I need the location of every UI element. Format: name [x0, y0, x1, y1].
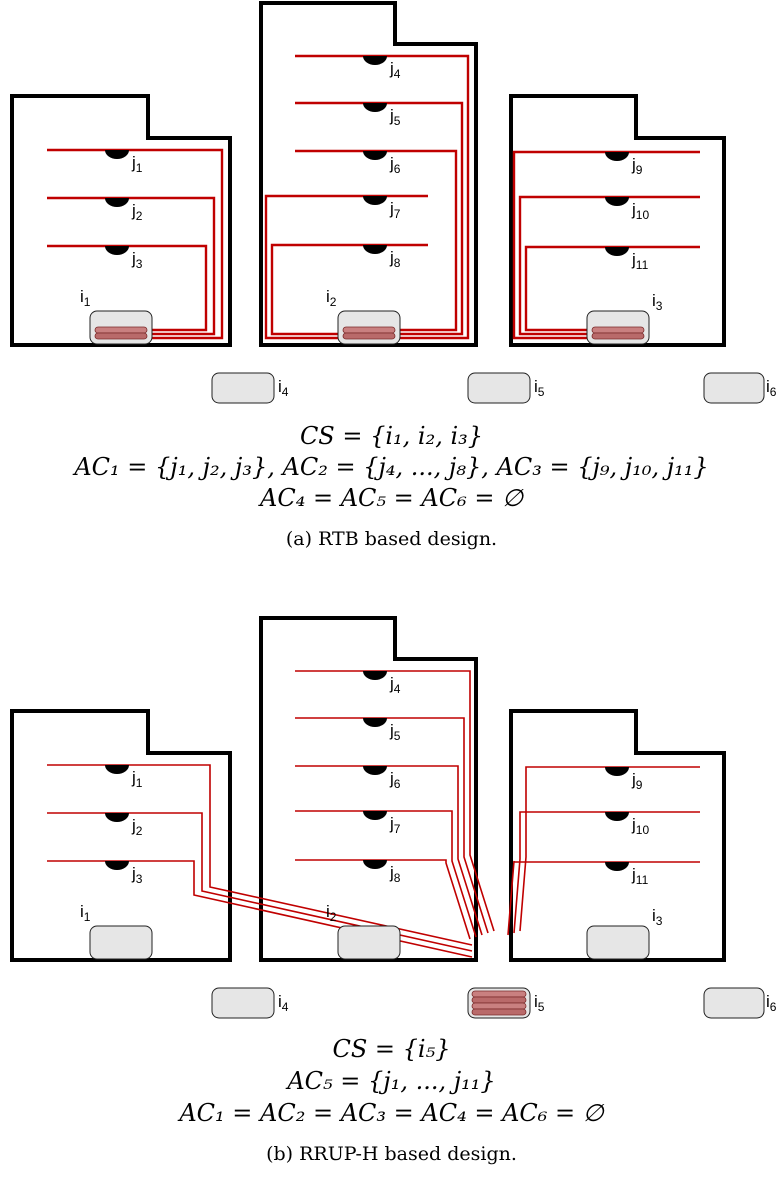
labels-b: j1 j2 j3 j4 j5 j6 j7 j8 j9 j10 j11 i1 i2… [80, 674, 777, 1014]
building-1-outline [10, 709, 232, 962]
site-i1 [89, 925, 153, 960]
antenna-j11-icon [605, 862, 629, 871]
equation-b-1: CS = {i₅} [332, 1035, 451, 1063]
antenna-j11-icon [605, 247, 629, 256]
site-i3 [586, 925, 650, 960]
antenna-j9-icon [605, 152, 629, 161]
antenna-j4-icon [363, 56, 387, 65]
site-i2 [337, 925, 401, 960]
caption-b: (b) RRUP-H based design. [266, 1143, 517, 1165]
equation-a-2: AC₁ = {j₁, j₂, j₃}, AC₂ = {j₄, ..., j₈},… [74, 453, 709, 481]
label-i5: i5 [534, 377, 545, 399]
label-j10: j10 [631, 200, 649, 222]
fibers-building-3 [507, 766, 700, 936]
label-i1: i1 [80, 902, 91, 924]
equation-b-2: AC₅ = {j₁, ..., j₁₁} [287, 1067, 496, 1095]
site-i6 [703, 372, 765, 404]
label-j11: j11 [631, 250, 649, 272]
antenna-j2-icon [105, 813, 129, 822]
label-i4: i4 [278, 992, 289, 1014]
label-i6: i6 [766, 377, 777, 399]
fibers-building-2 [295, 670, 495, 940]
label-j3: j3 [131, 864, 143, 886]
label-j6: j6 [389, 769, 401, 791]
antenna-j8-icon [363, 245, 387, 254]
antenna-j10-icon [605, 197, 629, 206]
caption-a: (a) RTB based design. [285, 528, 498, 550]
antenna-j4-icon [363, 671, 387, 680]
label-j2: j2 [131, 816, 143, 838]
site-i6 [703, 987, 765, 1019]
label-j10: j10 [631, 815, 649, 837]
antenna-j3-icon [105, 861, 129, 870]
rrh-stack-i2-icon [342, 326, 396, 340]
diagram-rrup-h: j1 j2 j3 j4 j5 j6 j7 j8 j9 j10 j11 i1 i2… [10, 616, 777, 1019]
label-j11: j11 [631, 865, 649, 887]
label-i2: i2 [326, 287, 337, 309]
label-j9: j9 [631, 155, 643, 177]
antenna-j7-icon [363, 196, 387, 205]
rrh-stack-i3-icon [591, 326, 645, 340]
antenna-j6-icon [363, 766, 387, 775]
label-j3: j3 [131, 249, 143, 271]
label-j7: j7 [389, 199, 401, 221]
equation-a-3: AC₄ = AC₅ = AC₆ = ∅ [260, 484, 523, 512]
label-j8: j8 [389, 248, 401, 270]
antenna-j5-icon [363, 103, 387, 112]
label-j5: j5 [389, 106, 401, 128]
label-i1: i1 [80, 287, 91, 309]
rrh-stack-i1-icon [94, 326, 148, 340]
building-3-outline [509, 709, 726, 962]
building-1-outline [10, 94, 232, 347]
equation-a-1: CS = {i₁, i₂, i₃} [299, 422, 484, 450]
site-i4 [211, 987, 275, 1019]
antenna-j10-icon [605, 812, 629, 821]
building-2-outline [259, 616, 478, 962]
antennas-a [105, 56, 629, 256]
label-i2: i2 [326, 902, 337, 924]
label-i4: i4 [278, 377, 289, 399]
labels-a: j1 j2 j3 j4 j5 j6 j7 j8 j9 j10 j11 i1 i2… [80, 59, 777, 399]
antenna-j9-icon [605, 767, 629, 776]
label-j9: j9 [631, 770, 643, 792]
label-j1: j1 [131, 153, 143, 175]
label-i5: i5 [534, 992, 545, 1014]
fibers-building-3 [512, 150, 700, 340]
antenna-j1-icon [105, 150, 129, 159]
label-j4: j4 [389, 674, 401, 696]
label-j7: j7 [389, 814, 401, 836]
antenna-j8-icon [363, 860, 387, 869]
label-j4: j4 [389, 59, 401, 81]
label-j1: j1 [131, 768, 143, 790]
label-j6: j6 [389, 154, 401, 176]
antenna-j3-icon [105, 246, 129, 255]
label-i3: i3 [652, 906, 663, 928]
antenna-j5-icon [363, 718, 387, 727]
site-i5 [467, 372, 531, 404]
equation-b-3: AC₁ = AC₂ = AC₃ = AC₄ = AC₆ = ∅ [179, 1099, 604, 1127]
antenna-j7-icon [363, 811, 387, 820]
label-j5: j5 [389, 721, 401, 743]
label-i3: i3 [652, 291, 663, 313]
diagram-rtb: j1 j2 j3 j4 j5 j6 j7 j8 j9 j10 j11 i1 i2… [10, 1, 777, 404]
label-j8: j8 [389, 863, 401, 885]
building-3-outline [509, 94, 726, 347]
label-i6: i6 [766, 992, 777, 1014]
antenna-j2-icon [105, 198, 129, 207]
antenna-j6-icon [363, 151, 387, 160]
rrh-stack-i5-icon [471, 990, 527, 1016]
antenna-j1-icon [105, 765, 129, 774]
fibers-building-1 [47, 148, 224, 340]
antennas-b [105, 671, 629, 871]
site-i4 [211, 372, 275, 404]
label-j2: j2 [131, 201, 143, 223]
building-2-outline [259, 1, 478, 347]
